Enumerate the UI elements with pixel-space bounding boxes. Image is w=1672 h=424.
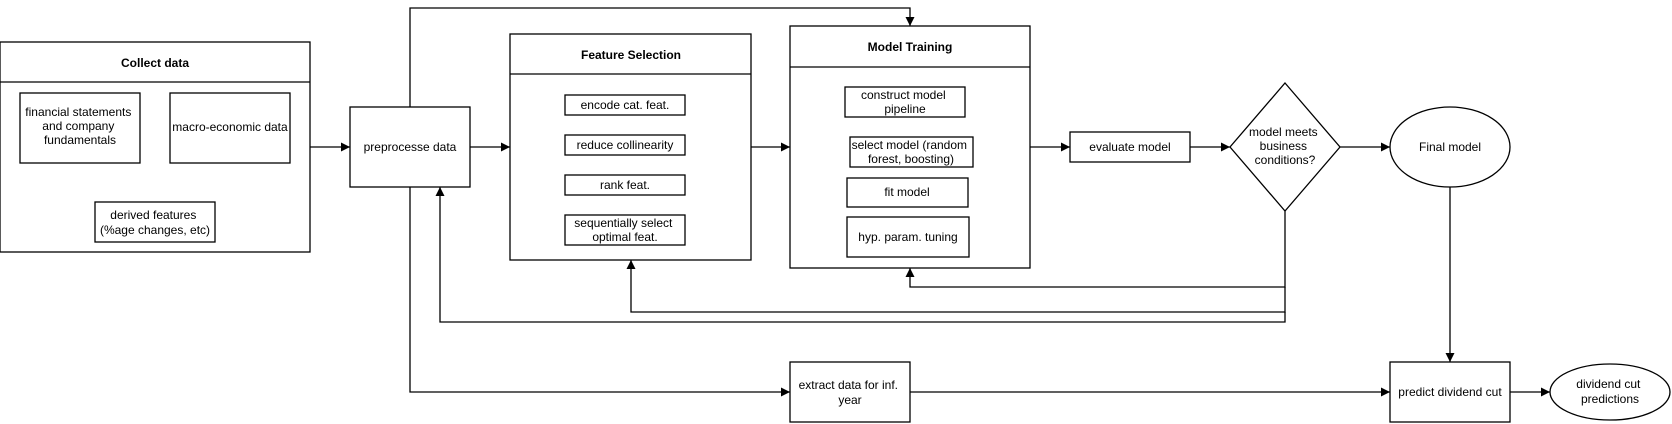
evaluate-model-label: evaluate model [1089,140,1170,154]
sequential-select-label: sequentially select optimal feat. [574,216,675,244]
collect-data-title: Collect data [121,56,189,70]
preprocess-label: preprocesse data [364,140,457,154]
encode-label: encode cat. feat. [581,98,670,112]
macro-economic-label: macro-economic data [172,120,288,134]
edge-decision-loop-to-preprocess [435,187,1286,323]
macro-economic-node: macro-economic data [169,92,291,164]
financial-statements-node: financial statements and company fundame… [19,92,141,164]
financial-statements-label: financial statements and company fundame… [25,105,134,147]
fit-model-node: fit model [846,177,969,208]
edge-preprocess-to-extract [409,187,790,397]
reduce-collinearity-label: reduce collinearity [577,138,674,152]
derived-features-label: derived features (%age changes, etc) [100,208,210,237]
select-model-label: select model (random forest, boosting) [852,138,971,166]
extract-data-node: extract data for inf. year [789,361,911,423]
predict-dividend-cut-label: predict dividend cut [1398,385,1502,399]
reduce-collinearity-node: reduce collinearity [564,134,686,156]
edge-preprocess-to-model-training [409,7,915,107]
final-model-label: Final model [1419,140,1481,154]
edge-decision-loop-to-feature-selection [626,260,1286,313]
dividend-cut-predictions-node: dividend cut predictions [1549,363,1671,421]
predict-dividend-cut-node: predict dividend cut [1389,361,1511,423]
rank-feat-label: rank feat. [600,178,650,192]
rank-feat-node: rank feat. [564,174,686,196]
hyp-param-tuning-label: hyp. param. tuning [858,230,957,244]
preprocess-node: preprocesse data [349,106,471,188]
model-training-title: Model Training [868,40,953,54]
edge-decision-loop-to-model-training [905,211,1286,288]
hyp-param-tuning-node: hyp. param. tuning [846,216,970,258]
feature-selection-title: Feature Selection [581,48,681,62]
dividend-cut-predictions-label: dividend cut predictions [1576,377,1643,406]
sequential-select-node: sequentially select optimal feat. [564,214,686,246]
extract-data-label: extract data for inf. year [799,378,902,407]
final-model-node: Final model [1389,106,1511,188]
evaluate-model-node: evaluate model [1069,131,1191,163]
decision-node: model meets business conditions? [1229,82,1341,212]
derived-features-node: derived features (%age changes, etc) [94,201,216,243]
construct-pipeline-node: construct model pipeline [844,86,966,118]
decision-label: model meets business conditions? [1249,125,1321,167]
select-model-node: select model (random forest, boosting) [849,136,974,168]
encode-node: encode cat. feat. [564,94,686,116]
connectors [79,7,1550,397]
fit-model-label: fit model [884,185,929,199]
construct-pipeline-label: construct model pipeline [861,88,949,116]
